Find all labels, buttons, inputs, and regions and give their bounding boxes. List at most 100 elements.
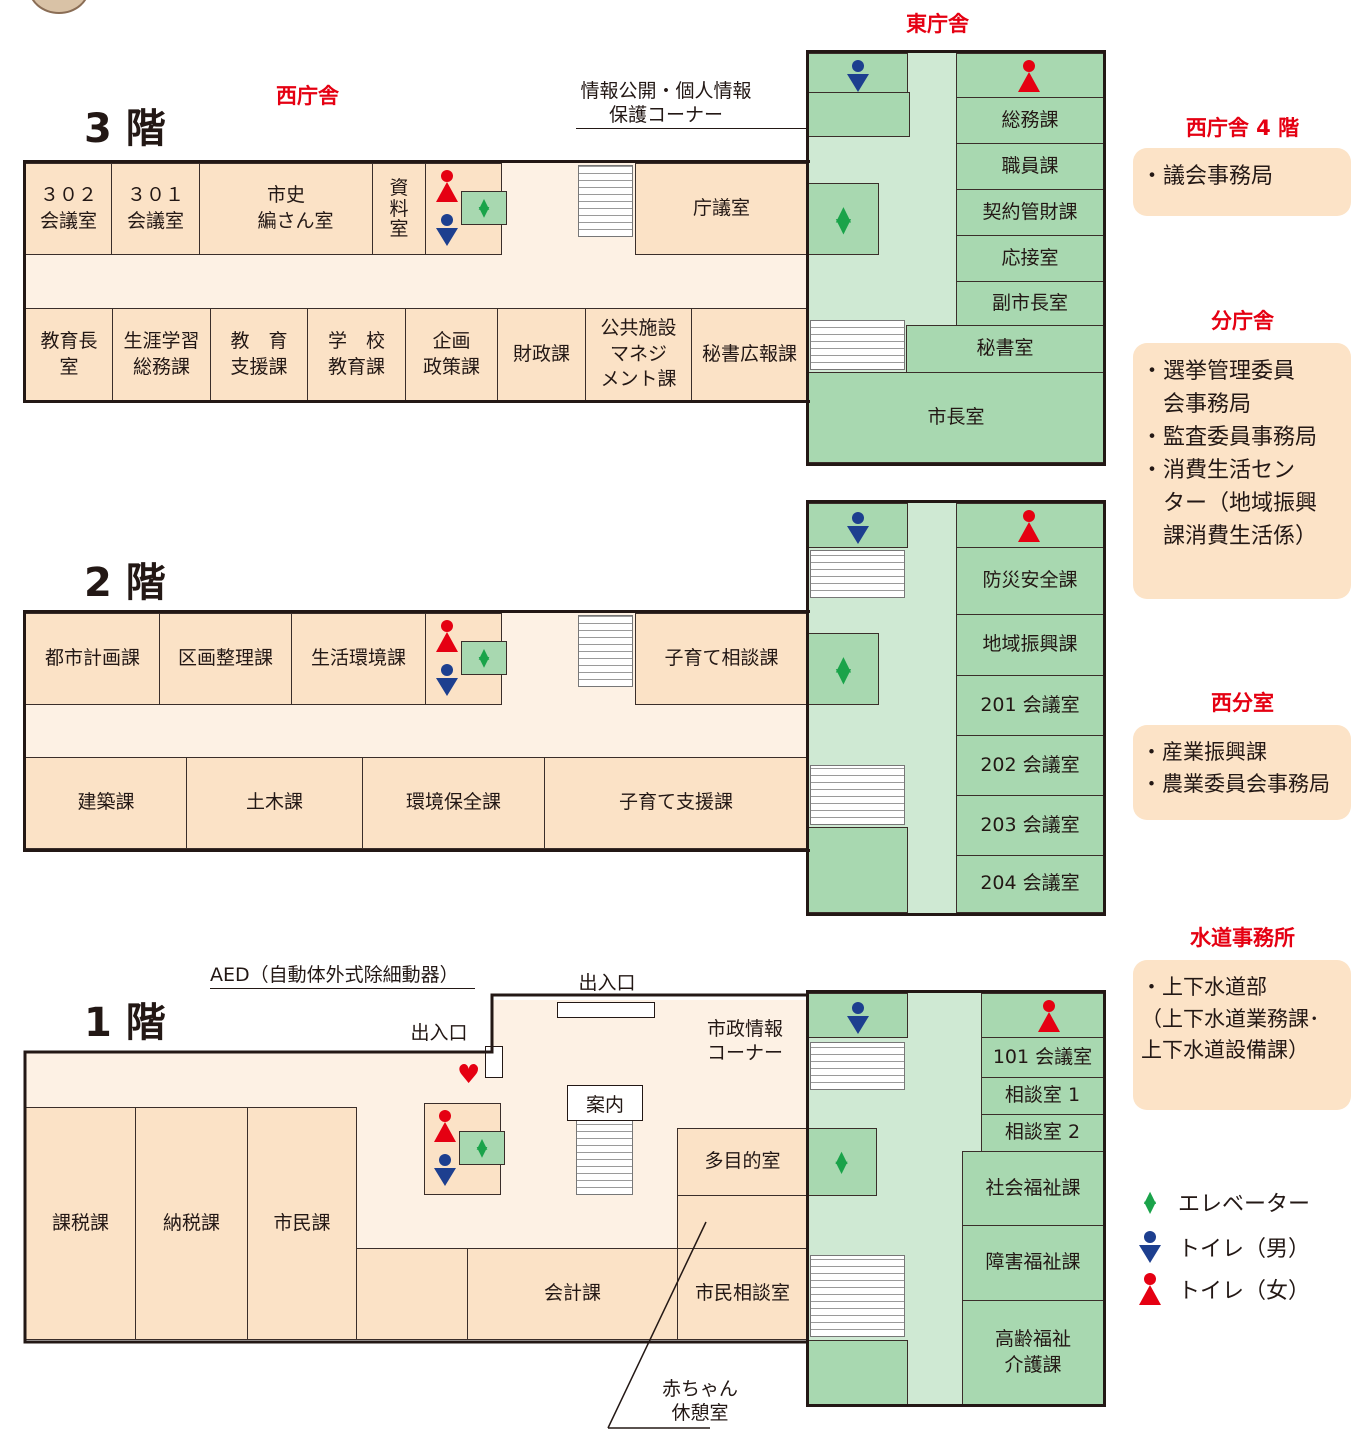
room-disaster-safety[interactable]: 防災安全課 (956, 547, 1104, 615)
room-202[interactable]: 202 会議室 (956, 735, 1104, 796)
room-community-promotion[interactable]: 地域振興課 (956, 614, 1104, 676)
toilet-female-icon (1018, 60, 1040, 96)
floor-3-east-outline (806, 50, 1106, 466)
floor-3-title: 3 階 (84, 106, 166, 152)
water-office-heading: 水道事務所 (1190, 926, 1295, 950)
stairs-f3-west (578, 165, 633, 237)
elevator-f3-east: ▲▼ (808, 183, 879, 255)
elevator-f1-east: ▲▼ (806, 1128, 877, 1196)
floor-1-east-outline (806, 990, 1106, 1407)
water-office-panel: ・上下水道部 （上下水道業務課･ 上下水道設備課） (1133, 960, 1351, 1110)
toilet-male-icon (436, 214, 458, 250)
toilet-female-icon (1038, 1000, 1060, 1036)
floor-2-west-outline (23, 610, 810, 852)
toilet-male-icon (1139, 1231, 1161, 1263)
entrance-top-door[interactable] (557, 1002, 655, 1018)
callout-line (576, 128, 836, 129)
room-multipurpose[interactable]: 多目的室 (677, 1128, 808, 1196)
room-citizen-ext (356, 1248, 468, 1340)
room-archives[interactable]: 資 料 室 (372, 163, 426, 255)
west-branch-heading: 西分室 (1211, 691, 1274, 715)
room-child-support[interactable]: 子育て支援課 (544, 757, 808, 849)
room-school-education[interactable]: 学 校 教育課 (307, 308, 406, 401)
reception-desk[interactable]: 案内 (567, 1085, 643, 1121)
elevator-icon: ▲▼ (478, 195, 490, 220)
stairs-f2-east-bottom (810, 765, 905, 825)
west-branch-panel: ・産業振興課 ・農業委員会事務局 (1133, 725, 1351, 820)
room-civil-engineering[interactable]: 土木課 (186, 757, 363, 849)
room-city-history[interactable]: 市史 編さん室 (199, 163, 373, 255)
room-planning-policy[interactable]: 企画 政策課 (405, 308, 498, 401)
east-building-heading: 東庁舎 (906, 12, 969, 36)
toilet-female-icon (436, 170, 458, 206)
entrance-left-door[interactable] (485, 1046, 503, 1078)
room-201[interactable]: 201 会議室 (956, 675, 1104, 736)
room-public-facility[interactable]: 公共施設 マネジ メント課 (585, 308, 692, 401)
stairs-f2-west (578, 615, 633, 687)
baby-room-label: 赤ちゃん 休憩室 (661, 1378, 738, 1424)
room-101[interactable]: 101 会議室 (981, 1037, 1104, 1078)
room-finance[interactable]: 財政課 (497, 308, 586, 401)
entrance-left-label: 出入口 (410, 1022, 468, 1044)
toilet-male-icon (434, 1154, 456, 1190)
info-disclosure-corner-label: 情報公開・個人情報 保護コーナー (580, 80, 752, 126)
west-4f-heading: 西庁舎 4 階 (1185, 116, 1300, 140)
toilet-female-icon (1018, 510, 1040, 546)
room-education-support[interactable]: 教 育 支援課 (210, 308, 308, 401)
room-council-chamber[interactable]: 庁議室 (635, 163, 808, 255)
toilet-male-f3-east-cell (808, 53, 908, 93)
elevator-icon: ▲▼ (835, 651, 852, 687)
baby-room-callout-line (607, 1221, 710, 1429)
room-tax-payment[interactable]: 納税課 (135, 1107, 248, 1340)
annex-panel: ・選挙管理委員 会事務局 ・監査委員事務局 ・消費生活セン ター（地域振興 課消… (1133, 343, 1351, 599)
room-citizen[interactable]: 市民課 (247, 1107, 357, 1340)
toilet-male-icon (847, 512, 869, 548)
room-reception[interactable]: 応接室 (956, 235, 1104, 282)
legend-toilet-female: トイレ（女） (1138, 1272, 1310, 1306)
legend-elevator-label: エレベーター (1178, 1192, 1311, 1217)
legend-toilet-male-label: トイレ（男） (1178, 1237, 1311, 1262)
corner-decoration (28, 0, 90, 14)
legend-elevator: ▲▼ エレベーター (1138, 1186, 1310, 1218)
elevator-icon: ▲▼ (835, 1147, 848, 1176)
toilet-female-icon (436, 620, 458, 656)
floor-2-title: 2 階 (84, 560, 166, 606)
room-contract-property[interactable]: 契約管財課 (956, 189, 1104, 236)
stairs-f3-east (810, 320, 905, 370)
room-secretary-pr[interactable]: 秘書広報課 (691, 308, 808, 401)
room-204[interactable]: 204 会議室 (956, 855, 1104, 913)
room-land-readjustment[interactable]: 区画整理課 (159, 613, 292, 705)
room-living-environment[interactable]: 生活環境課 (291, 613, 426, 705)
room-mayor[interactable]: 市長室 (808, 372, 1104, 463)
west-building-heading: 西庁舎 (276, 84, 339, 108)
aed-label: AED（自動体外式除細動器） (210, 964, 459, 986)
room-lifelong-learning[interactable]: 生涯学習 総務課 (112, 308, 211, 401)
elevator-f3-west: ▲▼ (461, 191, 507, 225)
room-superintendent[interactable]: 教育長 室 (25, 308, 113, 401)
aed-callout-line (210, 988, 475, 989)
room-urban-planning[interactable]: 都市計画課 (25, 613, 160, 705)
room-f2-east-small (808, 827, 908, 913)
room-consultation-1[interactable]: 相談室 1 (981, 1077, 1104, 1115)
aed-heart-icon: ♥ (457, 1060, 481, 1090)
floor-2-east-outline (806, 500, 1106, 916)
room-203[interactable]: 203 会議室 (956, 795, 1104, 856)
stairs-f2-east-top (810, 550, 905, 598)
room-disability-welfare[interactable]: 障害福祉課 (962, 1225, 1104, 1301)
room-taxation[interactable]: 課税課 (25, 1107, 136, 1340)
entrance-top-label: 出入口 (578, 972, 636, 994)
stairs-f1-east-bottom (810, 1255, 905, 1337)
info-corner-box[interactable] (808, 92, 910, 137)
room-301[interactable]: ３０１ 会議室 (111, 163, 200, 255)
elevator-f2-west: ▲▼ (461, 641, 507, 675)
elevator-icon: ▲▼ (1143, 1187, 1157, 1216)
elevator-icon: ▲▼ (835, 201, 852, 237)
room-secretary[interactable]: 秘書室 (906, 325, 1104, 373)
stairs-f1-east-top (810, 1042, 905, 1090)
toilet-male-icon (847, 60, 869, 96)
room-environment-conservation[interactable]: 環境保全課 (362, 757, 545, 849)
toilet-male-icon (436, 664, 458, 700)
room-deputy-mayor[interactable]: 副市長室 (956, 281, 1104, 326)
toilet-female-icon (1139, 1273, 1161, 1305)
elevator-icon: ▲▼ (476, 1135, 488, 1160)
